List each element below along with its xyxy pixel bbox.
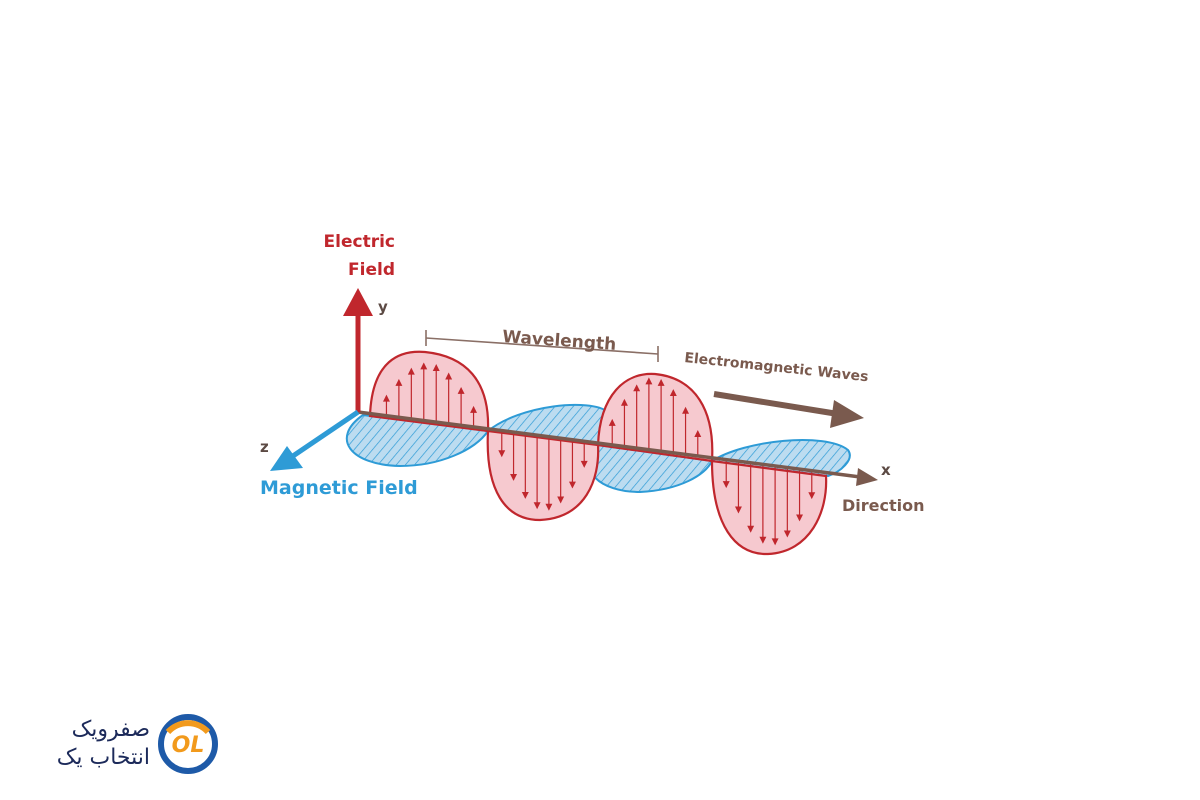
direction-label: Direction xyxy=(842,496,925,515)
x-axis-arrowhead xyxy=(856,468,878,486)
y-axis-label: y xyxy=(378,298,388,316)
propagation-arrowhead xyxy=(830,400,864,428)
field-vector-head xyxy=(808,492,816,500)
logo-line-1: صفرویک xyxy=(71,717,150,742)
wavelength-label: Wavelength xyxy=(502,327,617,355)
field-vector-head xyxy=(633,384,641,392)
z-axis xyxy=(270,409,360,471)
field-vector-head xyxy=(470,405,478,413)
field-vector-head xyxy=(783,530,791,538)
field-vector-head xyxy=(722,481,730,489)
field-vector-head xyxy=(694,430,702,437)
electric-lobe-4 xyxy=(710,459,828,556)
electric-lobe-1 xyxy=(368,350,490,433)
em-waves-label: Electromagnetic Waves xyxy=(684,350,870,385)
field-vector-head xyxy=(645,377,653,385)
y-axis xyxy=(343,288,373,412)
z-axis-label: z xyxy=(260,438,269,456)
field-vector-head xyxy=(432,364,440,371)
propagation-arrow xyxy=(713,391,864,428)
brand-logo: صفرویک انتخاب یک OL xyxy=(30,712,220,782)
field-vector-head xyxy=(759,536,767,544)
logo-line-2: انتخاب یک xyxy=(56,745,150,770)
field-vector-head xyxy=(382,394,390,402)
field-vector-head xyxy=(521,491,529,499)
wavelength-bracket xyxy=(425,330,659,362)
x-axis xyxy=(357,410,878,486)
field-vector-head xyxy=(395,378,403,386)
field-vector-head xyxy=(445,372,453,380)
field-vector-head xyxy=(498,450,506,458)
magnetic-field-label: Magnetic Field xyxy=(260,477,418,499)
field-vector-head xyxy=(457,386,465,394)
field-vector-head xyxy=(568,481,576,489)
electric-field-vectors xyxy=(382,362,816,546)
field-vector-head xyxy=(771,538,779,546)
logo-mark-icon: OL xyxy=(158,714,218,774)
field-vector-head xyxy=(533,502,541,510)
field-vector-head xyxy=(620,398,628,406)
field-vector-head xyxy=(545,503,553,511)
electric-lobe-3 xyxy=(596,372,714,463)
logo-mark-text: OL xyxy=(172,733,205,758)
x-axis-label: x xyxy=(881,461,891,479)
field-vector-head xyxy=(796,514,804,522)
field-vector-head xyxy=(669,389,677,397)
field-vector-head xyxy=(657,378,665,386)
field-vector-head xyxy=(557,496,565,504)
field-vector-head xyxy=(682,406,690,414)
electric-label-line1: Electric xyxy=(324,232,395,252)
logo-wordmark: صفرویک انتخاب یک xyxy=(57,716,150,772)
magnetic-lobe-1 xyxy=(345,413,490,468)
electric-label-line2: Field xyxy=(348,260,395,280)
electric-field-wave xyxy=(368,350,828,556)
field-vector-head xyxy=(510,473,518,481)
field-vector-head xyxy=(580,460,588,468)
z-axis-arrowhead xyxy=(270,446,303,471)
y-axis-arrowhead xyxy=(343,288,373,316)
field-vector-head xyxy=(407,367,415,375)
field-vector-head xyxy=(734,506,742,514)
magnetic-field-wave xyxy=(345,403,851,494)
magnetic-lobe-4 xyxy=(709,439,851,478)
field-vector-head xyxy=(608,418,616,426)
field-vector-head xyxy=(747,525,755,533)
field-vector-head xyxy=(420,362,428,370)
electric-lobe-2 xyxy=(486,429,600,522)
